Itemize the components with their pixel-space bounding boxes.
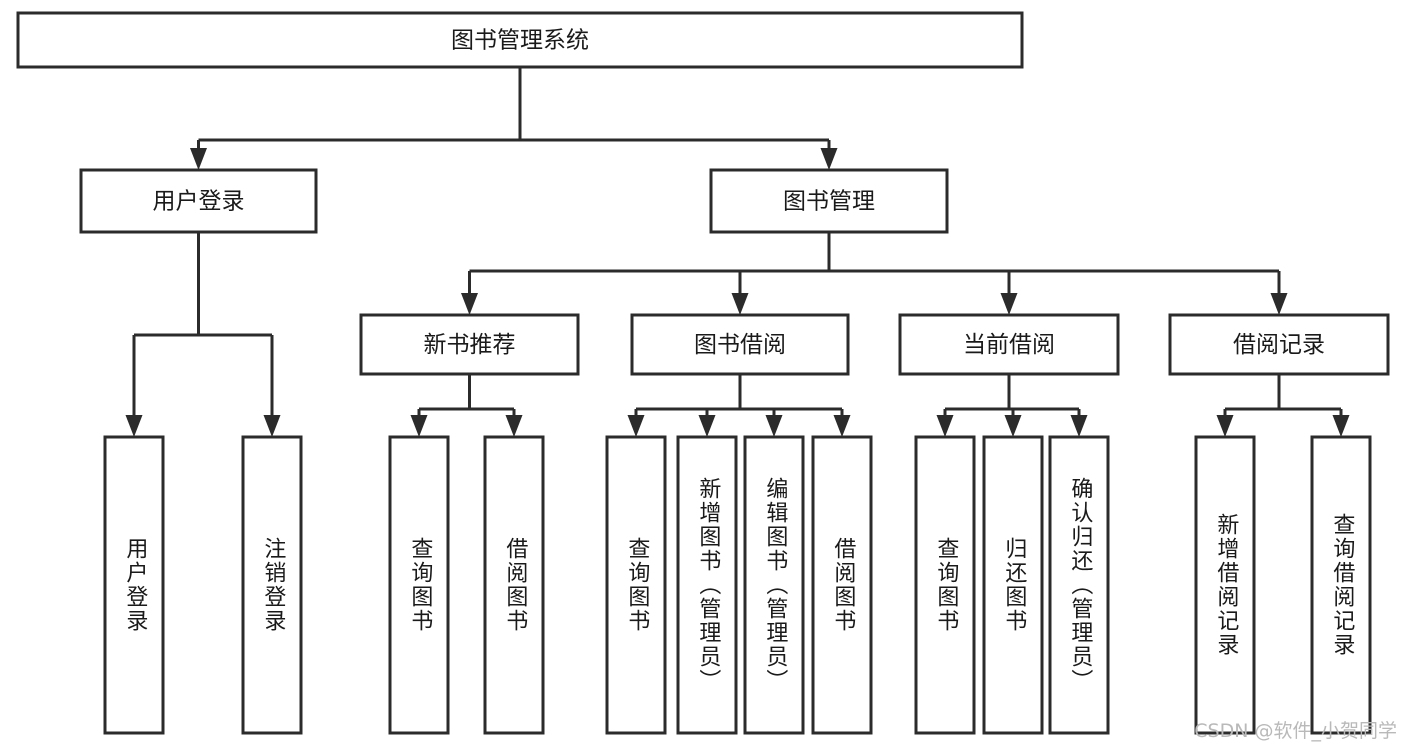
- arrow-head-icon: [1216, 415, 1234, 437]
- node-box-leaf-user-login[interactable]: [103, 435, 165, 735]
- node-box-leaf-query-book-2[interactable]: [605, 435, 667, 735]
- arrow-head-icon: [1270, 293, 1288, 315]
- arrow-head-icon: [731, 293, 749, 315]
- node-label-new-book-rec: 新书推荐: [424, 332, 516, 358]
- connector-group-book-borrow: [627, 374, 851, 437]
- arrow-head-icon: [820, 148, 838, 170]
- node-box-root[interactable]: [16, 11, 1024, 69]
- arrow-head-icon: [1004, 415, 1022, 437]
- arrow-head-icon: [1070, 415, 1088, 437]
- node-box-leaf-borrow-book-1[interactable]: [483, 435, 545, 735]
- node-box-leaf-borrow-book-2[interactable]: [811, 435, 873, 735]
- node-box-leaf-confirm-return[interactable]: [1048, 435, 1110, 735]
- node-label-current-borrow: 当前借阅: [963, 332, 1055, 358]
- arrow-head-icon: [1332, 415, 1350, 437]
- node-label-book-manage: 图书管理: [783, 189, 875, 215]
- arrow-head-icon: [190, 148, 207, 170]
- node-box-leaf-return-book[interactable]: [982, 435, 1044, 735]
- arrow-head-icon: [936, 415, 954, 437]
- arrow-head-icon: [833, 415, 851, 437]
- arrow-head-icon: [765, 415, 783, 437]
- watermark-text: CSDN @软件_小贺同学: [1194, 720, 1397, 742]
- node-label-borrow-record: 借阅记录: [1233, 332, 1325, 358]
- node-box-new-book-rec[interactable]: [359, 313, 580, 376]
- node-box-book-manage[interactable]: [709, 168, 949, 234]
- node-box-leaf-edit-book[interactable]: [743, 435, 805, 735]
- connector-group-new-book-rec: [410, 374, 523, 437]
- arrow-head-icon: [461, 293, 478, 315]
- node-box-leaf-query-record[interactable]: [1310, 435, 1372, 735]
- connector-group-book-manage: [461, 232, 1288, 315]
- connector-group-borrow-record: [1216, 374, 1350, 437]
- arrow-head-icon: [1000, 293, 1018, 315]
- node-label-book-borrow: 图书借阅: [694, 332, 786, 358]
- node-box-leaf-query-book-3[interactable]: [914, 435, 976, 735]
- arrow-head-icon: [263, 415, 281, 437]
- node-label-user-login: 用户登录: [153, 189, 245, 215]
- node-box-leaf-add-record[interactable]: [1194, 435, 1256, 735]
- connector-group-root: [190, 67, 838, 170]
- arrow-head-icon: [698, 415, 716, 437]
- node-box-leaf-query-book-1[interactable]: [388, 435, 450, 735]
- node-box-current-borrow[interactable]: [898, 313, 1120, 376]
- arrow-head-icon: [627, 415, 645, 437]
- arrow-head-icon: [410, 415, 428, 437]
- node-box-borrow-record[interactable]: [1168, 313, 1390, 376]
- node-box-leaf-logout[interactable]: [241, 435, 303, 735]
- arrow-head-icon: [125, 415, 143, 437]
- connector-layer: [125, 67, 1350, 437]
- connector-group-user-login: [125, 232, 281, 437]
- node-box-book-borrow[interactable]: [630, 313, 850, 376]
- node-box-user-login[interactable]: [79, 168, 318, 234]
- node-box-leaf-add-book[interactable]: [676, 435, 738, 735]
- connector-group-current-borrow: [936, 374, 1088, 437]
- node-label-root: 图书管理系统: [451, 28, 589, 54]
- arrow-head-icon: [505, 415, 523, 437]
